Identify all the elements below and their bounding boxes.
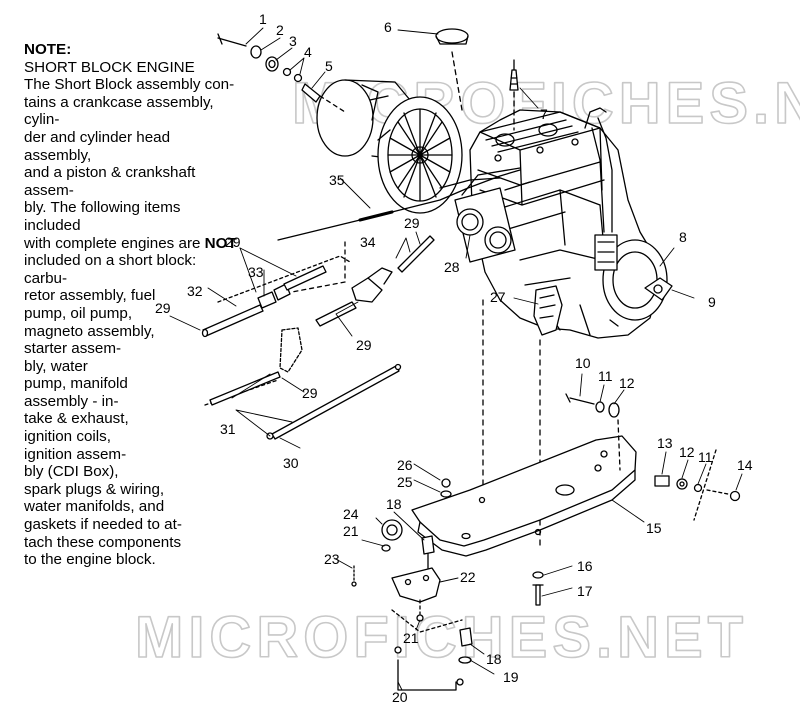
- note-line: to the engine block.: [24, 551, 156, 569]
- note-line: SHORT BLOCK ENGINE: [24, 58, 195, 76]
- callout-29-lower: 29: [302, 385, 318, 401]
- note-line: bly. The following items included: [24, 199, 181, 234]
- callout-4: 4: [304, 44, 312, 60]
- callout-17: 17: [577, 583, 593, 599]
- note-line: water manifolds, and: [24, 498, 165, 516]
- note-line: pump, oil pump,: [24, 304, 133, 322]
- watermark-bottom: MICROFICHES.NET: [135, 605, 748, 670]
- callout-32: 32: [187, 283, 203, 299]
- note-line: bly (CDI Box),: [24, 463, 119, 481]
- recoil-starter: [316, 79, 463, 214]
- lower-stud-stack: [391, 609, 473, 691]
- note-line: starter assem-: [24, 340, 122, 358]
- note-line: ignition coils,: [24, 428, 111, 446]
- bracket: [391, 535, 441, 622]
- note-line: magneto assembly,: [24, 322, 155, 340]
- callout-9: 9: [708, 294, 716, 310]
- oil-cap: [435, 28, 469, 111]
- callout-26: 26: [397, 457, 413, 473]
- callout-10: 10: [575, 355, 591, 371]
- callout-5: 5: [325, 58, 333, 74]
- callout-21: 21: [343, 523, 359, 539]
- sensor-parts: [351, 519, 403, 587]
- callout-19: 19: [503, 669, 519, 685]
- exhaust-bracket: [533, 285, 563, 336]
- engine-block: [469, 109, 668, 339]
- callout-15: 15: [646, 520, 662, 536]
- intake-flanges: [454, 167, 531, 263]
- callout-leaders: [169, 27, 743, 691]
- callout-2: 2: [276, 22, 284, 38]
- note-line: spark plugs & wiring,: [24, 480, 165, 498]
- note-line: assembly - in-: [24, 392, 119, 410]
- callout-31: 31: [220, 421, 236, 437]
- note-emphasis: NOT: [204, 234, 237, 252]
- callout-24: 24: [343, 506, 359, 522]
- callout-28: 28: [444, 259, 460, 275]
- coolant-hoses: [201, 235, 435, 440]
- callout-14: 14: [737, 457, 753, 473]
- callout-8: 8: [679, 229, 687, 245]
- note-line: ignition assem-: [24, 445, 127, 463]
- note-line: take & exhaust,: [24, 410, 129, 428]
- callout-21b: 21: [403, 630, 419, 646]
- callout-34: 34: [360, 234, 376, 250]
- callout-35: 35: [329, 172, 345, 188]
- callout-20: 20: [392, 689, 408, 705]
- engine-mount: [644, 277, 673, 301]
- note-line-text: with complete engines are: [24, 234, 205, 252]
- callout-11b: 11: [698, 449, 713, 465]
- plate-nut: [440, 478, 452, 498]
- plate-bolt: [532, 571, 544, 606]
- plug-wire: [584, 107, 613, 233]
- callout-18: 18: [386, 496, 402, 512]
- callout-7: 7: [540, 106, 548, 122]
- spark-plug: [509, 59, 519, 131]
- callout-labels: 1 2 3 4 5 6 7 8 9 10 11 12 13 12 11 14 1…: [155, 11, 753, 705]
- mount-fasteners: [565, 393, 741, 521]
- note-line: bly, water: [24, 357, 88, 375]
- callout-16: 16: [577, 558, 593, 574]
- callout-11: 11: [598, 368, 613, 384]
- callout-1: 1: [259, 11, 267, 27]
- callout-25: 25: [397, 474, 413, 490]
- callout-13: 13: [657, 435, 673, 451]
- note-heading: NOTE:: [24, 41, 72, 58]
- callout-12: 12: [619, 375, 635, 391]
- callout-29-top-right: 29: [404, 215, 420, 231]
- note-line: gaskets if needed to at-: [24, 516, 182, 534]
- callout-33: 33: [248, 264, 264, 280]
- note-line: pump, manifold: [24, 375, 128, 393]
- callout-29-left: 29: [155, 300, 171, 316]
- note-line: with complete engines are NOT: [24, 235, 239, 253]
- note-line: included on a short block: carbu-: [24, 252, 197, 287]
- callout-3: 3: [289, 33, 297, 49]
- note-line: retor assembly, fuel: [24, 287, 156, 305]
- note-line: and a piston & crankshaft assem-: [24, 164, 196, 199]
- callout-29-top-left: 29: [225, 234, 241, 250]
- callout-23: 23: [324, 551, 340, 567]
- throttle-cable: [277, 169, 521, 241]
- callout-27: 27: [490, 289, 506, 305]
- callout-22: 22: [460, 569, 476, 585]
- note-line: tach these components: [24, 533, 182, 551]
- note-line: tains a crankcase assembly, cylin-: [24, 93, 214, 129]
- callout-6: 6: [384, 19, 392, 35]
- callout-29-middle: 29: [356, 337, 372, 353]
- note-line: The Short Block assembly con-: [24, 76, 235, 94]
- callout-18b: 18: [486, 651, 502, 667]
- callout-30: 30: [283, 455, 299, 471]
- fastener-group: [217, 33, 346, 113]
- callout-12b: 12: [679, 444, 695, 460]
- short-block-note: NOTE: SHORT BLOCK ENGINE The Short Block…: [24, 41, 239, 569]
- note-line: der and cylinder head assembly,: [24, 128, 171, 164]
